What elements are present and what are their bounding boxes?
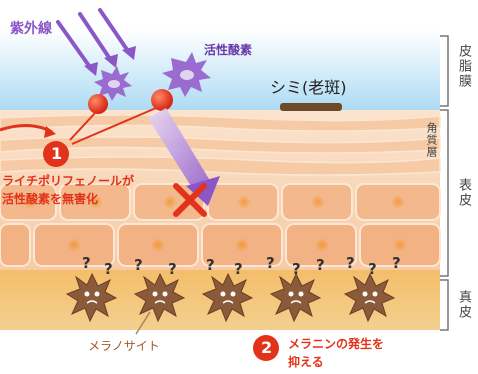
- step2-text-line2: 抑える: [288, 355, 324, 369]
- melanocytes: [65, 272, 396, 323]
- free-radical-label: 活性酸素: [204, 43, 253, 57]
- epidermis-cells-row1: [0, 183, 441, 221]
- step1-text-line1: ライチポリフェノールが: [2, 174, 135, 188]
- melanocyte-pointer: [135, 311, 151, 335]
- question-mark: ?: [206, 256, 215, 274]
- layer-label-sebum: 皮脂膜: [456, 44, 471, 89]
- step1-number: 1: [51, 144, 63, 163]
- layer-label-epidermis: 表皮: [456, 178, 471, 208]
- step2-number: 2: [261, 338, 273, 357]
- question-mark: ?: [134, 256, 143, 274]
- question-mark: ?: [266, 254, 275, 272]
- question-mark: ?: [368, 260, 377, 278]
- step1-text-line2: 活性酸素を無害化: [2, 192, 99, 206]
- layer-label-stratum-corneum: 角質層: [425, 122, 438, 158]
- polyphenol-ball: [88, 94, 108, 114]
- side-arrowhead: [44, 126, 56, 138]
- step2-text-line1: メラニンの発生を: [288, 337, 385, 351]
- melanocyte-label: メラノサイト: [88, 339, 160, 353]
- question-mark: ?: [168, 260, 177, 278]
- cell-nuclei: [23, 195, 407, 252]
- question-mark: ?: [234, 260, 243, 278]
- question-mark: ?: [346, 254, 355, 272]
- age-spot-mark: [280, 103, 342, 111]
- uv-arrows: [56, 8, 132, 72]
- block-x-icon: [173, 183, 207, 217]
- stratum-corneum-stripes: [0, 114, 441, 176]
- uv-label: 紫外線: [10, 21, 52, 37]
- free-radical-icon: [162, 52, 211, 97]
- step1-badge: [43, 141, 69, 167]
- free-radical-icon: [94, 66, 132, 101]
- question-mark: ?: [392, 254, 401, 272]
- layer-label-dermis: 真皮: [456, 290, 471, 320]
- question-mark: ?: [82, 254, 91, 272]
- age-spot-label: シミ(老斑): [270, 78, 347, 97]
- question-mark: ?: [292, 260, 301, 278]
- step1-connector-lines: [69, 107, 157, 145]
- question-mark: ?: [104, 260, 113, 278]
- step2-badge: [253, 335, 279, 361]
- question-mark: ?: [316, 256, 325, 274]
- polyphenol-ball: [151, 89, 173, 111]
- uv-arrowheads: [84, 46, 136, 76]
- layer-brackets: [440, 35, 449, 331]
- blocked-beam: [148, 108, 212, 194]
